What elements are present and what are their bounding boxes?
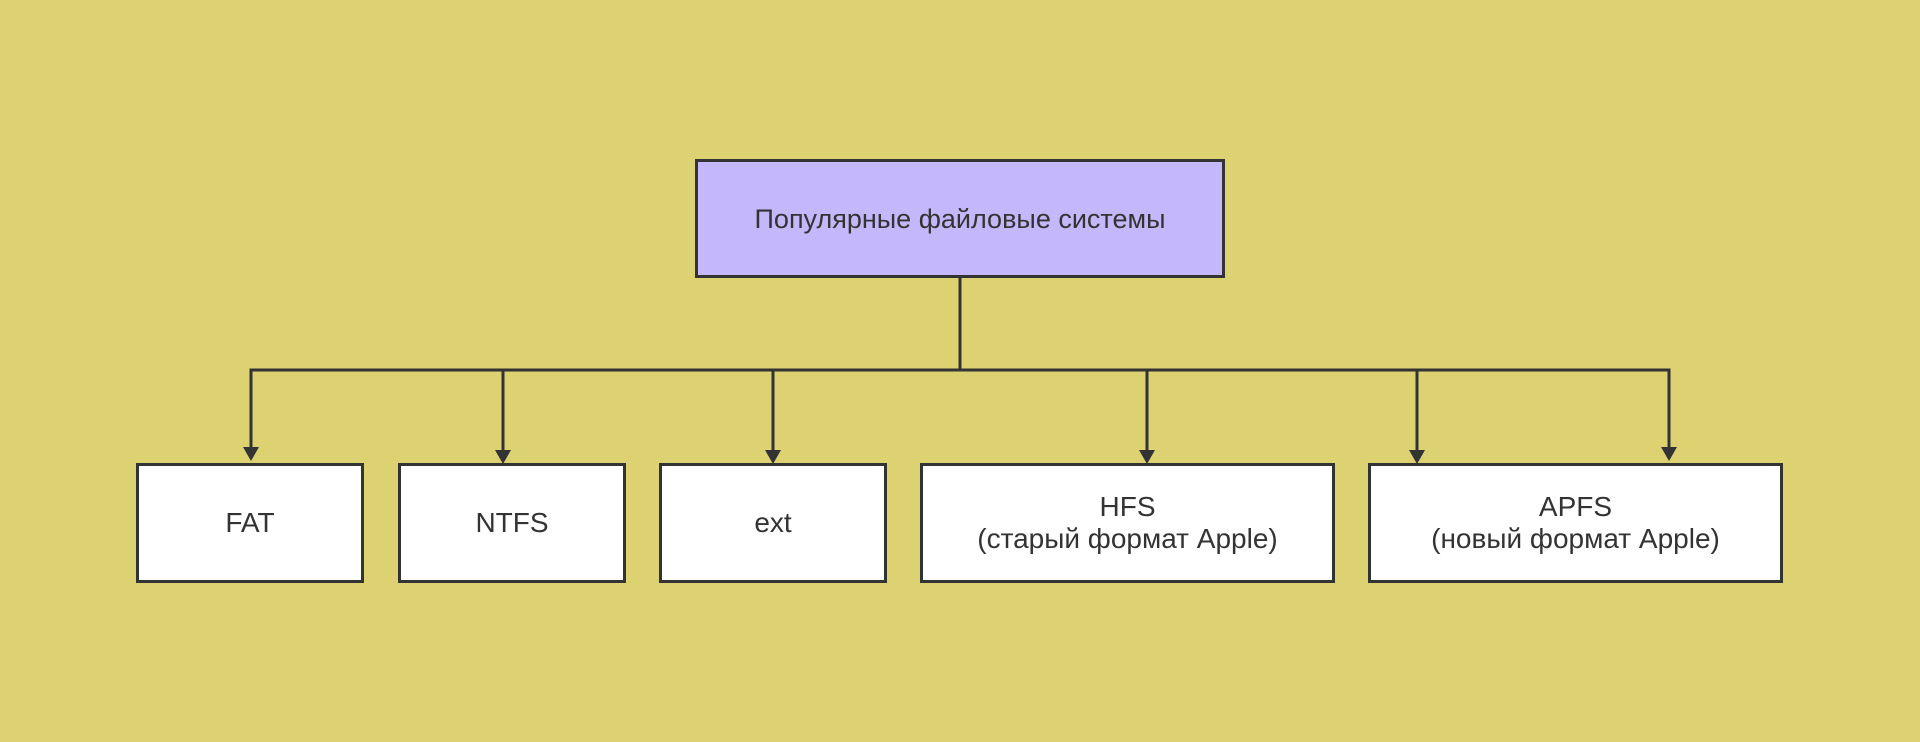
node-ext: ext: [659, 463, 887, 583]
node-apfs-label: APFS: [1538, 491, 1613, 522]
node-hfs-sublabel: (старый формат Apple): [977, 523, 1278, 554]
node-hfs: HFS (старый формат Apple): [920, 463, 1335, 583]
node-apfs-sublabel: (новый формат Apple): [1431, 523, 1720, 554]
arrowhead-6: [1661, 447, 1677, 461]
node-ntfs: NTFS: [398, 463, 626, 583]
arrowhead-5: [1409, 450, 1425, 464]
arrowhead-2: [495, 450, 511, 464]
node-apfs: APFS (новый формат Apple): [1368, 463, 1783, 583]
root-node: Популярные файловые системы: [695, 159, 1225, 278]
node-ext-label: ext: [754, 507, 792, 538]
arrowhead-1: [243, 447, 259, 461]
node-ntfs-label: NTFS: [475, 507, 549, 538]
node-fat: FAT: [136, 463, 364, 583]
node-hfs-label: HFS: [1099, 491, 1156, 522]
arrowhead-4: [1139, 450, 1155, 464]
root-node-label: Популярные файловые системы: [754, 203, 1166, 234]
arrowhead-3: [765, 450, 781, 464]
node-fat-label: FAT: [225, 507, 275, 538]
